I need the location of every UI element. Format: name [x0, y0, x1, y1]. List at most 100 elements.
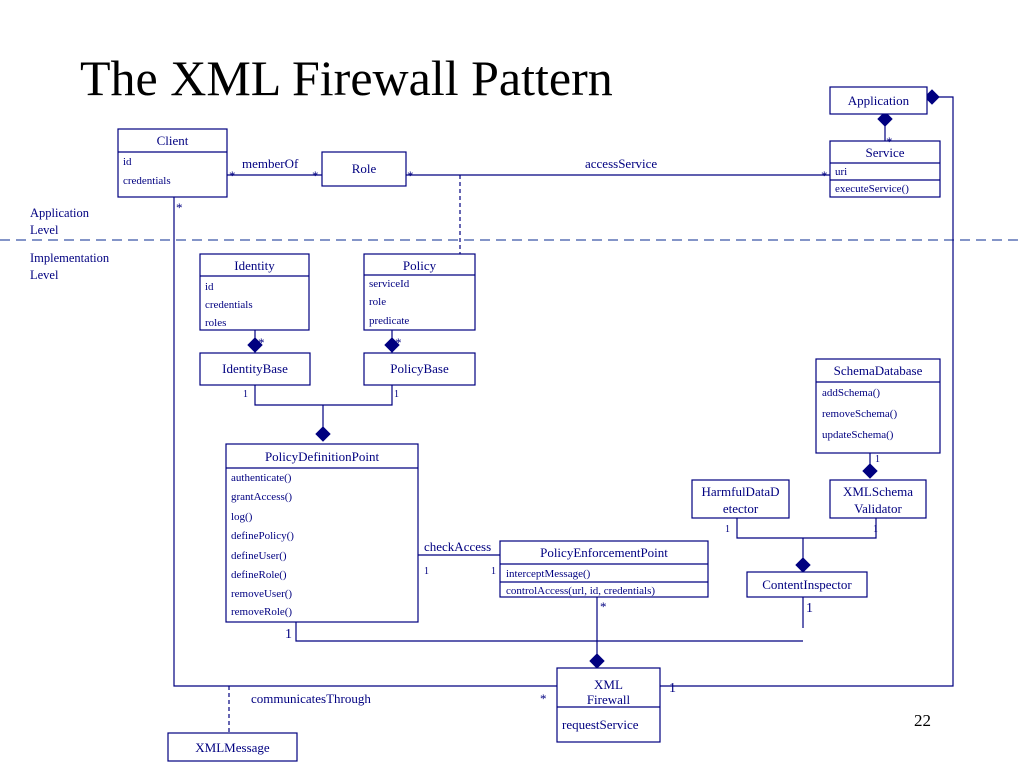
class-contentinspector: ContentInspector: [746, 571, 868, 598]
class-name: PolicyEnforcementPoint: [540, 545, 668, 560]
memberof-label: memberOf: [242, 156, 299, 171]
class-name: PolicyBase: [390, 361, 449, 376]
multiplicity: *: [886, 134, 893, 149]
operation: defineUser(): [231, 550, 287, 562]
class-name: XMLMessage: [195, 740, 270, 755]
operation: grantAccess(): [231, 491, 292, 503]
operation: interceptMessage(): [506, 568, 591, 580]
class-policydefinitionpoint: PolicyDefinitionPoint authenticate() gra…: [225, 443, 419, 623]
communicatesthrough-label: communicatesThrough: [251, 691, 371, 706]
checkaccess-label: checkAccess: [424, 539, 491, 554]
accessservice-label: accessService: [585, 156, 657, 171]
multiplicity: *: [229, 168, 236, 183]
operation: removeRole(): [231, 606, 292, 618]
application-service-diamond: [877, 111, 893, 127]
multiplicity: 1: [806, 601, 813, 616]
multiplicity: *: [407, 168, 414, 183]
operation: updateSchema(): [822, 429, 894, 441]
operation: definePolicy(): [231, 530, 294, 542]
attribute: credentials: [123, 175, 171, 187]
class-name-line2: Validator: [854, 501, 902, 516]
application-level-label-line2: Level: [30, 223, 59, 237]
class-name: Client: [157, 133, 189, 148]
multiplicity: *: [176, 200, 183, 215]
class-name: IdentityBase: [222, 361, 288, 376]
multiplicity: *: [540, 691, 547, 706]
class-harmfuldatadetector: HarmfulDataD etector: [691, 479, 790, 519]
pdp-inspector-firewall-link: [295, 622, 803, 642]
multiplicity: 1: [243, 389, 248, 400]
class-name-line2: etector: [723, 501, 759, 516]
pdp-diamond: [315, 426, 331, 442]
operation: removeUser(): [231, 588, 292, 600]
multiplicity: 1: [725, 524, 730, 535]
class-identitybase: IdentityBase: [199, 352, 311, 386]
multiplicity: 1: [424, 566, 429, 577]
operation: addSchema(): [822, 387, 880, 399]
multiplicity: 1: [873, 524, 878, 535]
class-schemadatabase: SchemaDatabase addSchema() removeSchema(…: [815, 358, 941, 454]
class-xmlfirewall: XML Firewall requestService: [556, 667, 661, 743]
class-name: SchemaDatabase: [834, 363, 923, 378]
attribute: predicate: [369, 315, 409, 327]
class-service: Service uri executeService(): [829, 140, 941, 198]
application-level-label-line1: Application: [30, 206, 90, 220]
attribute: id: [205, 281, 214, 293]
class-policybase: PolicyBase: [363, 352, 476, 386]
identitybase-diamond: [247, 337, 263, 353]
operation: authenticate(): [231, 472, 292, 484]
multiplicity: 1: [394, 389, 399, 400]
class-application: Application: [829, 86, 928, 115]
class-name: PolicyDefinitionPoint: [265, 449, 380, 464]
attribute: serviceId: [369, 278, 410, 290]
class-name: ContentInspector: [762, 577, 852, 592]
policybase-diamond: [384, 337, 400, 353]
class-name-line1: XMLSchema: [843, 484, 913, 499]
multiplicity: *: [600, 599, 607, 614]
attribute: role: [369, 296, 386, 308]
client-firewall-association: [173, 197, 557, 687]
operation: removeSchema(): [822, 408, 897, 420]
operation: controlAccess(url, id, credentials): [506, 585, 655, 597]
class-policy: Policy serviceId role predicate: [363, 253, 476, 331]
firewall-diamond: [589, 653, 605, 669]
multiplicity: 1: [669, 681, 676, 696]
attribute: uri: [835, 166, 847, 178]
detectors-inspector-link: [736, 518, 877, 539]
inspector-diamond: [795, 557, 811, 573]
class-name-line1: XML: [594, 677, 623, 692]
class-name: Service: [866, 145, 905, 160]
bases-pdp-link: [254, 385, 393, 406]
multiplicity: 1: [285, 627, 292, 642]
multiplicity: 1: [491, 566, 496, 577]
implementation-level-label-line1: Implementation: [30, 251, 110, 265]
multiplicity: *: [821, 168, 828, 183]
class-name: Policy: [403, 258, 437, 273]
class-name-line2: Firewall: [587, 692, 631, 707]
page-number: 22: [914, 711, 931, 730]
class-xmlschemavalidator: XMLSchema Validator: [829, 479, 927, 519]
multiplicity: *: [258, 335, 265, 350]
class-name-line1: HarmfulDataD: [702, 484, 780, 499]
operation: log(): [231, 511, 253, 523]
operation: defineRole(): [231, 569, 287, 581]
multiplicity: *: [312, 168, 319, 183]
class-name: Role: [352, 161, 377, 176]
implementation-level-label-line2: Level: [30, 268, 59, 282]
class-policyenforcementpoint: PolicyEnforcementPoint interceptMessage(…: [499, 540, 709, 598]
class-identity: Identity id credentials roles: [199, 253, 310, 331]
operation: executeService(): [835, 183, 909, 195]
class-client: Client id credentials: [117, 128, 228, 198]
attribute: credentials: [205, 299, 253, 311]
slide-title: The XML Firewall Pattern: [80, 50, 613, 106]
firewall-application-association: [660, 96, 954, 687]
class-name: Application: [848, 93, 910, 108]
validator-diamond: [862, 463, 878, 479]
multiplicity: *: [395, 335, 402, 350]
attribute: id: [123, 156, 132, 168]
class-xmlmessage: XMLMessage: [167, 732, 298, 762]
class-name: Identity: [234, 258, 275, 273]
class-role: Role: [321, 151, 407, 187]
multiplicity: 1: [875, 454, 880, 465]
